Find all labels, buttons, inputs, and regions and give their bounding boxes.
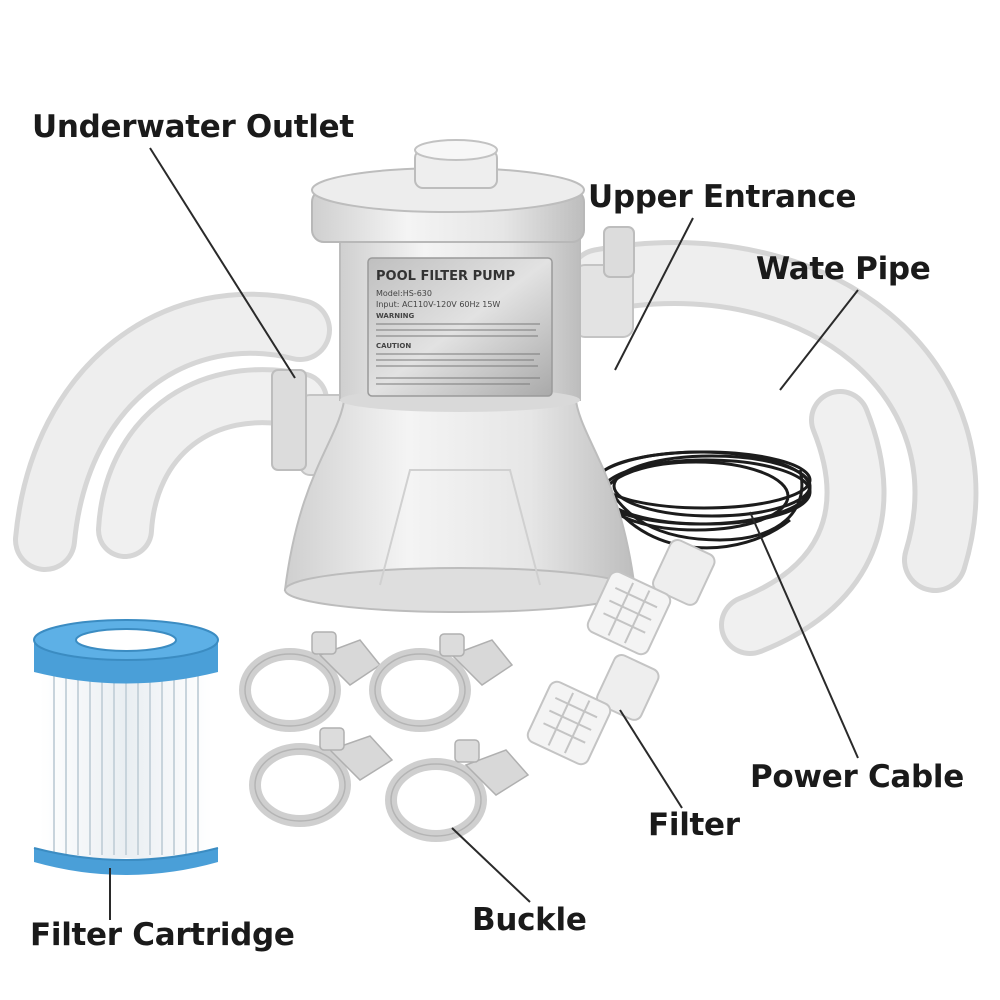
label-buckle: Buckle	[472, 902, 587, 938]
buckle-2	[369, 633, 514, 732]
label-power-cable: Power Cable	[750, 759, 964, 795]
leader-power-cable	[749, 511, 859, 759]
buckle-1	[239, 631, 382, 732]
plate-warning: WARNING	[376, 312, 415, 320]
leader-filter	[619, 709, 683, 809]
buckle-clamps	[239, 631, 530, 842]
label-underwater-outlet: Underwater Outlet	[32, 109, 354, 145]
left-hose	[13, 291, 332, 572]
label-water-pipe: Wate Pipe	[756, 251, 931, 287]
strainer-filter-1	[586, 539, 716, 656]
leader-lines	[109, 147, 859, 920]
leader-underwater-outlet	[149, 147, 296, 379]
label-filter-cartridge: Filter Cartridge	[30, 917, 295, 953]
label-upper-entrance: Upper Entrance	[588, 179, 857, 215]
label-filter: Filter	[648, 807, 740, 843]
leader-water-pipe	[779, 289, 859, 391]
plate-caution: CAUTION	[376, 342, 411, 350]
strainer-filter-2	[526, 654, 660, 766]
cartridge-pleats	[53, 670, 199, 855]
plate-title: POOL FILTER PUMP	[376, 269, 515, 284]
right-hose	[567, 240, 979, 656]
buckle-3	[249, 727, 394, 827]
plate-input: Input: AC110V-120V 60Hz 15W	[376, 300, 500, 309]
plate-model: Model:HS-630	[376, 289, 432, 298]
pump: POOL FILTER PUMP Model:HS-630 Input: AC1…	[271, 139, 637, 613]
filter-cartridge	[33, 619, 219, 875]
leader-upper-entrance	[614, 217, 694, 371]
leader-buckle	[451, 827, 531, 903]
buckle-4	[385, 739, 530, 842]
